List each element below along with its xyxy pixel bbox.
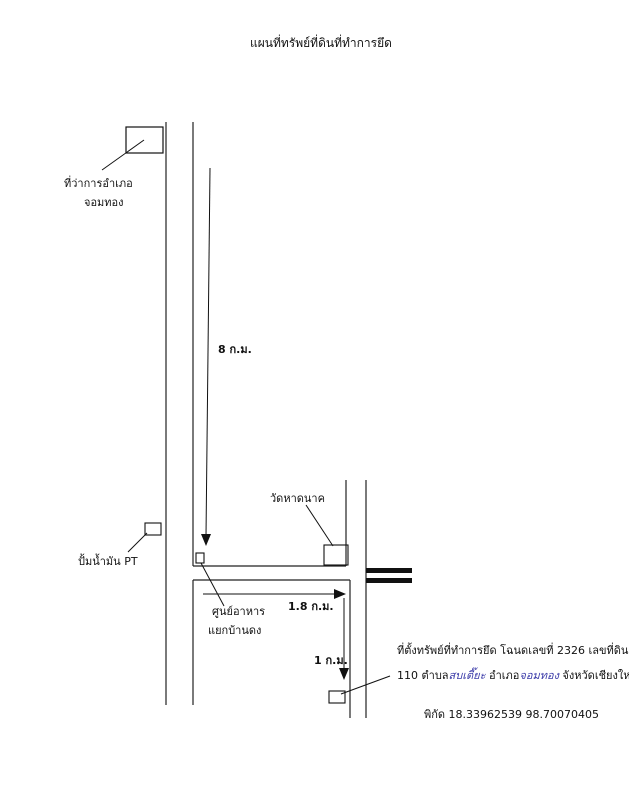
handwritten-subdistrict: สบเตี๊ยะ: [448, 669, 486, 682]
district-office-label-line2: จอมทอง: [84, 196, 124, 209]
temple-pointer: [305, 504, 334, 547]
property-note-line1: ที่ตั้งทรัพย์ที่ทำการยึด โฉนดเลขที่ 2326…: [397, 644, 629, 657]
district-office-label-line1: ที่ว่าการอำเภอ: [64, 177, 133, 190]
gas-station-label: ปั้มน้ำมัน PT: [78, 555, 138, 568]
property-note-plot-prefix: 110 ตำบล: [397, 669, 449, 682]
property-box: [328, 690, 346, 704]
gas-station-pointer: [127, 532, 148, 553]
distance-label-1-8km: 1.8 ก.ม.: [288, 600, 334, 613]
bridge-bar-top: [366, 568, 412, 573]
route-arrow-down-8km: [205, 167, 211, 537]
food-center-box: [195, 552, 205, 564]
distance-label-8km: 8 ก.ม.: [218, 343, 252, 356]
temple-box: [323, 544, 349, 566]
district-office-box: [125, 126, 164, 154]
property-pointer: [340, 675, 391, 695]
distance-label-1km: 1 ก.ม.: [314, 654, 348, 667]
property-coordinates: พิกัด 18.33962539 98.70070405: [424, 708, 600, 721]
food-center-pointer: [200, 562, 225, 607]
arrowhead-down-8km: [201, 534, 211, 546]
handwritten-district: จอมทอง: [519, 669, 559, 682]
property-note-province-text: จังหวัดเชียงใหม่: [562, 669, 629, 682]
arrowhead-right-1-8km: [334, 589, 346, 599]
district-office-pointer: [101, 139, 145, 171]
gas-station-box: [144, 522, 162, 536]
food-center-label-line1: ศูนย์อาหาร: [212, 605, 266, 618]
property-note-district-text: อำเภอ: [485, 669, 520, 682]
arrowhead-down-1km: [339, 668, 349, 680]
map-title: แผนที่ทรัพย์ที่ดินที่ทำการยึด: [250, 36, 392, 50]
food-center-label-line2: แยกบ้านดง: [208, 624, 262, 637]
property-note-line2: 110 ตำบลสบเตี๊ยะ อำเภอจอมทอง จังหวัดเชีย…: [397, 668, 629, 684]
temple-label: วัดหาดนาค: [270, 492, 325, 505]
bridge-bar-bottom: [366, 578, 412, 583]
